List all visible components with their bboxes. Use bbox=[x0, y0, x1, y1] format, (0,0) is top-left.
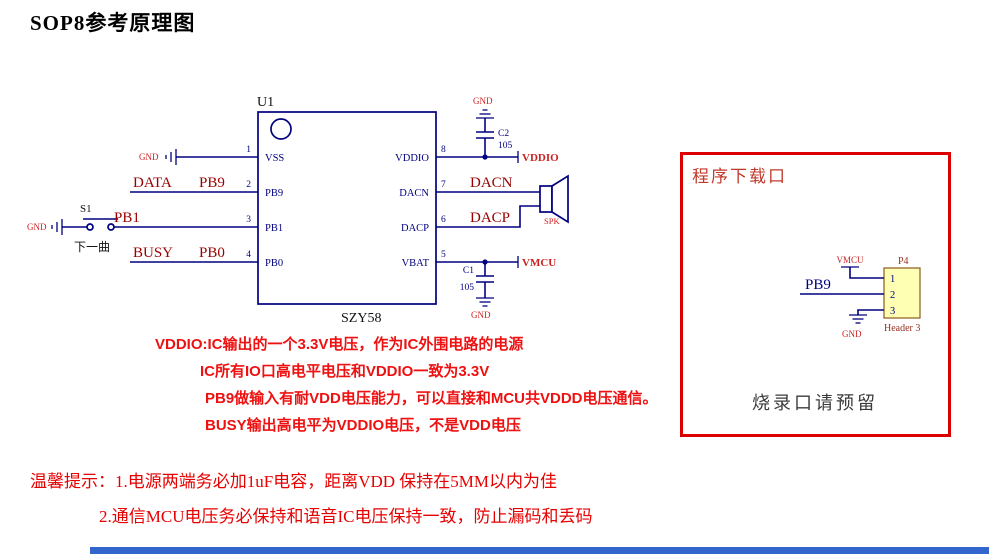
pin-number-7: 7 bbox=[441, 180, 446, 190]
speaker-label: SPK bbox=[544, 216, 560, 226]
c2-designator: C2 bbox=[498, 129, 509, 139]
pin-name-pb9: PB9 bbox=[265, 188, 283, 199]
gnd-symbol-vss bbox=[165, 149, 177, 165]
pb9-net-download: PB9 bbox=[805, 277, 831, 293]
wire-vddio bbox=[436, 151, 519, 163]
vmcu-flag-download: VMCU bbox=[836, 255, 864, 265]
capacitor-c1 bbox=[476, 262, 494, 298]
note-busy: BUSY输出高电平为VDDIO电压，不是VDD电压 bbox=[205, 417, 521, 434]
chip-designator: U1 bbox=[257, 95, 274, 110]
download-port-box bbox=[680, 152, 951, 437]
switch-designator: S1 bbox=[80, 203, 92, 215]
push-button-s1 bbox=[62, 218, 258, 231]
wire-vmcu-download bbox=[841, 266, 866, 279]
chip-u1-symbol bbox=[257, 111, 437, 305]
download-port-title: 程序下载口 bbox=[692, 167, 787, 186]
p4-pin-3: 3 bbox=[890, 306, 895, 317]
net-label-data: DATA bbox=[133, 175, 172, 191]
net-label-busy: BUSY bbox=[133, 245, 173, 261]
pin-name-pb0: PB0 bbox=[265, 258, 283, 269]
c2-value: 105 bbox=[498, 141, 513, 151]
burn-port-note: 烧录口请预留 bbox=[752, 393, 878, 413]
note-io-level: IC所有IO口高电平电压和VDDIO一致为3.3V bbox=[200, 363, 490, 380]
chip-pin-names: VSS PB9 PB1 PB0 VDDIO DACN DACP VBAT bbox=[265, 153, 430, 269]
gnd-symbol-c2 bbox=[476, 109, 494, 119]
connector-p4 bbox=[866, 267, 921, 319]
gnd-label-vss: GND bbox=[139, 152, 159, 162]
c1-designator: C1 bbox=[463, 266, 474, 276]
net-label-dacp: DACP bbox=[470, 210, 510, 226]
page-title: SOP8参考原理图 bbox=[30, 11, 196, 35]
gnd-symbol-c1 bbox=[476, 297, 494, 307]
gnd-label-c1: GND bbox=[471, 310, 491, 320]
p4-part: Header 3 bbox=[884, 323, 920, 334]
wire-vbat bbox=[436, 256, 519, 268]
net-label-pb9: PB9 bbox=[199, 175, 225, 191]
pin-name-dacp: DACP bbox=[401, 223, 429, 234]
bottom-blue-bar bbox=[90, 547, 989, 554]
vddio-power-flag: VDDIO bbox=[522, 152, 559, 164]
note-pb9: PB9做输入有耐VDD电压能力，可以直接和MCU共VDDD电压通信。 bbox=[205, 390, 658, 407]
note-vddio: VDDIO:IC输出的一个3.3V电压，作为IC外围电路的电源 bbox=[155, 336, 524, 353]
speaker-icon bbox=[539, 174, 569, 224]
pin-name-pb1: PB1 bbox=[265, 223, 283, 234]
pin-number-1: 1 bbox=[246, 145, 251, 155]
p4-pin-2: 2 bbox=[890, 290, 895, 301]
chip-notch-circle bbox=[270, 118, 292, 140]
c1-value: 105 bbox=[460, 283, 475, 293]
tip-line-2: 2.通信MCU电压务必保持和语音IC电压保持一致，防止漏码和丢码 bbox=[99, 507, 593, 526]
net-label-dacn: DACN bbox=[470, 175, 513, 191]
pin-name-vss: VSS bbox=[265, 153, 284, 164]
gnd-symbol-switch bbox=[51, 219, 63, 235]
wire-dacp bbox=[436, 205, 540, 228]
pin-number-5: 5 bbox=[441, 250, 446, 260]
gnd-label-download: GND bbox=[842, 329, 862, 339]
pin-number-3: 3 bbox=[246, 215, 251, 225]
p4-designator: P4 bbox=[898, 256, 909, 267]
pin-number-6: 6 bbox=[441, 215, 446, 225]
vmcu-power-flag: VMCU bbox=[522, 257, 556, 269]
pin-number-2: 2 bbox=[246, 180, 251, 190]
pin-name-dacn: DACN bbox=[399, 188, 429, 199]
chip-pin-numbers: 1 2 3 4 8 7 6 5 bbox=[246, 145, 446, 260]
gnd-symbol-download bbox=[849, 309, 867, 324]
gnd-label-c2: GND bbox=[473, 96, 493, 106]
p4-pin-1: 1 bbox=[890, 274, 895, 285]
pin-name-vddio: VDDIO bbox=[395, 153, 429, 164]
net-label-pb1: PB1 bbox=[114, 210, 140, 226]
capacitor-c2 bbox=[476, 118, 494, 157]
pin-name-vbat: VBAT bbox=[402, 258, 430, 269]
chip-part-number: SZY58 bbox=[341, 311, 381, 326]
pin-number-4: 4 bbox=[246, 250, 251, 260]
gnd-label-switch: GND bbox=[27, 222, 47, 232]
pin-number-8: 8 bbox=[441, 145, 446, 155]
tip-line-1: 温馨提示：1.电源两端务必加1uF电容，距离VDD 保持在5MM以内为佳 bbox=[30, 472, 558, 491]
net-label-pb0: PB0 bbox=[199, 245, 225, 261]
switch-caption: 下一曲 bbox=[74, 240, 110, 254]
